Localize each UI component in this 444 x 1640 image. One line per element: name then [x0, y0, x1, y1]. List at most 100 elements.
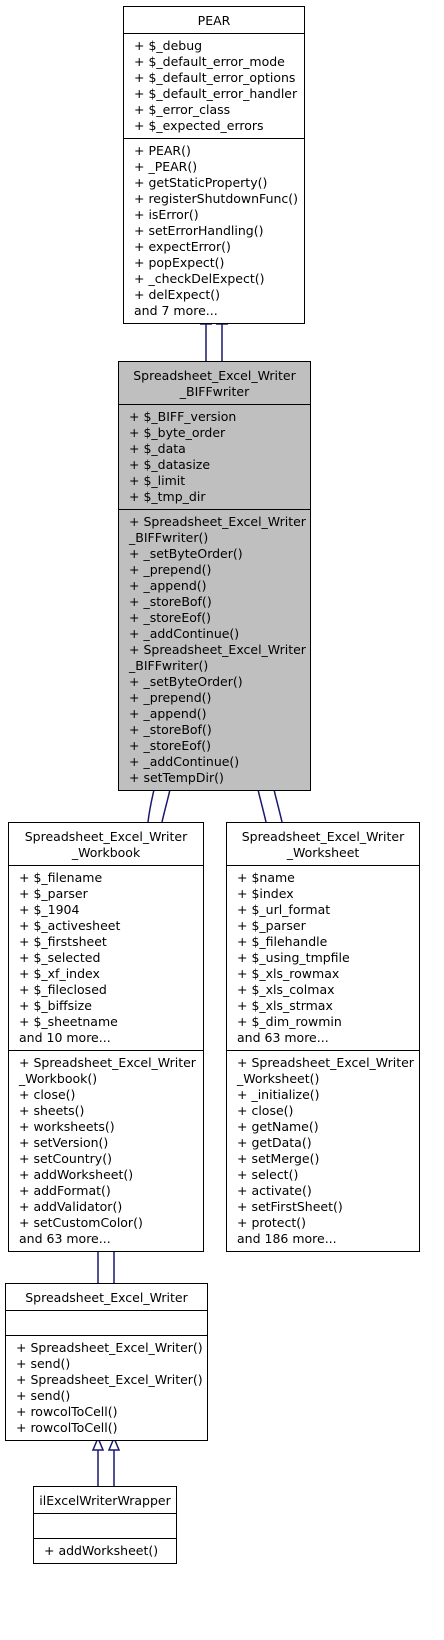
biffwriter-methods-row: + _storeBof() — [129, 594, 212, 609]
workbook-attributes-row: + $_parser — [19, 886, 88, 901]
biffwriter-attributes-row: + $_data — [129, 441, 186, 456]
wrapper-methods-row: + addWorksheet() — [44, 1543, 159, 1558]
worksheet-methods-row: + getData() — [237, 1135, 312, 1150]
class-worksheet[interactable]: Spreadsheet_Excel_Writer_Worksheet+ $nam… — [226, 822, 420, 1252]
workbook-attributes-row: + $_activesheet — [19, 918, 121, 933]
worksheet-methods-row: + setMerge() — [237, 1151, 320, 1166]
pear-title-section: PEAR — [124, 7, 304, 33]
biffwriter-attributes-section: + $_BIFF_version+ $_byte_order+ $_data+ … — [119, 404, 310, 509]
workbook-attributes-row: + $_xf_index — [19, 966, 100, 981]
worksheet-methods-row: + _initialize() — [237, 1087, 320, 1102]
pear-methods-row: + _PEAR() — [134, 159, 198, 174]
worksheet-methods-row: + activate() — [237, 1183, 312, 1198]
biffwriter-methods-row: + _prepend() — [129, 562, 212, 577]
biffwriter-methods-row: + _append() — [129, 706, 207, 721]
wrapper-title-section: ilExcelWriterWrapper — [34, 1487, 176, 1513]
workbook-attributes-row: + $_filename — [19, 870, 103, 885]
class-writer[interactable]: Spreadsheet_Excel_Writer + Spreadsheet_E… — [5, 1283, 208, 1441]
biffwriter-methods-row: _BIFFwriter() — [129, 530, 209, 545]
pear-methods-row: + isError() — [134, 207, 199, 222]
worksheet-attributes-row: + $_url_format — [237, 902, 331, 917]
biffwriter-methods-row: + _setByteOrder() — [129, 674, 243, 689]
pear-methods-row: + registerShutdownFunc() — [134, 191, 299, 206]
biffwriter-methods-section: + Spreadsheet_Excel_Writer_BIFFwriter()+… — [119, 509, 310, 790]
writer-methods-row: + send() — [16, 1388, 71, 1403]
worksheet-attributes-row: + $_xls_strmax — [237, 998, 333, 1013]
pear-methods-section: + PEAR()+ _PEAR()+ getStaticProperty()+ … — [124, 138, 304, 323]
pear-attributes-row: + $_default_error_mode — [134, 54, 285, 69]
workbook-methods-row: + worksheets() — [19, 1119, 115, 1134]
class-biffwriter[interactable]: Spreadsheet_Excel_Writer_BIFFwriter+ $_B… — [118, 361, 311, 791]
class-wrapper[interactable]: ilExcelWriterWrapper + addWorksheet() — [33, 1486, 177, 1564]
pear-methods-row: + expectError() — [134, 239, 231, 254]
worksheet-methods-row: + select() — [237, 1167, 299, 1182]
biffwriter-methods-row: + _setByteOrder() — [129, 546, 243, 561]
worksheet-attributes-section: + $name+ $index+ $_url_format+ $_parser+… — [227, 865, 419, 1050]
biffwriter-methods-row: _BIFFwriter() — [129, 658, 209, 673]
workbook-methods-row: + close() — [19, 1087, 76, 1102]
biffwriter-methods-row: + setTempDir() — [129, 770, 224, 785]
pear-attributes-section: + $_debug+ $_default_error_mode+ $_defau… — [124, 33, 304, 138]
pear-methods-row: + popExpect() — [134, 255, 225, 270]
writer-attributes-section — [6, 1310, 207, 1335]
workbook-title-row: Spreadsheet_Excel_Writer — [24, 829, 188, 844]
biffwriter-attributes-row: + $_BIFF_version — [129, 409, 237, 424]
biffwriter-title-row: Spreadsheet_Excel_Writer — [133, 368, 296, 383]
writer-methods-section: + Spreadsheet_Excel_Writer()+ send()+ Sp… — [6, 1335, 207, 1440]
worksheet-title-row: _Worksheet — [286, 845, 360, 860]
biffwriter-attributes-row: + $_tmp_dir — [129, 489, 206, 504]
biffwriter-methods-row: + _storeEof() — [129, 738, 212, 753]
biffwriter-attributes-row: + $_datasize — [129, 457, 211, 472]
worksheet-title-section: Spreadsheet_Excel_Writer_Worksheet — [227, 823, 419, 865]
workbook-methods-row: + setVersion() — [19, 1135, 109, 1150]
pear-methods-row: + getStaticProperty() — [134, 175, 268, 190]
biffwriter-methods-row: + _storeBof() — [129, 722, 212, 737]
worksheet-attributes-row: and 63 more... — [237, 1030, 329, 1045]
worksheet-methods-row: + setFirstSheet() — [237, 1199, 343, 1214]
workbook-methods-row: + setCountry() — [19, 1151, 112, 1166]
workbook-attributes-row: + $_sheetname — [19, 1014, 118, 1029]
writer-methods-row: + rowcolToCell() — [16, 1420, 118, 1435]
worksheet-attributes-row: + $_dim_rowmin — [237, 1014, 342, 1029]
workbook-attributes-row: + $_1904 — [19, 902, 80, 917]
worksheet-attributes-row: + $index — [237, 886, 294, 901]
workbook-methods-row: + addValidator() — [19, 1199, 123, 1214]
workbook-title-row: _Workbook — [71, 845, 141, 860]
writer-title-row: Spreadsheet_Excel_Writer — [25, 1290, 188, 1305]
writer-methods-row: + Spreadsheet_Excel_Writer() — [16, 1372, 203, 1387]
pear-attributes-row: + $_error_class — [134, 102, 231, 117]
pear-attributes-row: + $_default_error_handler — [134, 86, 298, 101]
workbook-attributes-row: + $_firstsheet — [19, 934, 107, 949]
pear-methods-row: + PEAR() — [134, 143, 191, 158]
pear-attributes-row: + $_default_error_options — [134, 70, 296, 85]
worksheet-attributes-row: + $_using_tmpfile — [237, 950, 350, 965]
worksheet-attributes-row: + $_filehandle — [237, 934, 328, 949]
writer-methods-row: + send() — [16, 1356, 71, 1371]
worksheet-methods-row: _Worksheet() — [237, 1071, 320, 1086]
biffwriter-attributes-row: + $_byte_order — [129, 425, 226, 440]
pear-attributes-row: + $_debug — [134, 38, 203, 53]
writer-methods-row: + Spreadsheet_Excel_Writer() — [16, 1340, 203, 1355]
worksheet-methods-row: + getName() — [237, 1119, 319, 1134]
writer-methods-row: + rowcolToCell() — [16, 1404, 118, 1419]
wrapper-empty-row — [44, 1518, 168, 1534]
workbook-attributes-row: + $_fileclosed — [19, 982, 107, 997]
workbook-methods-row: + addFormat() — [19, 1183, 111, 1198]
biffwriter-methods-row: + _append() — [129, 578, 207, 593]
worksheet-attributes-row: + $name — [237, 870, 295, 885]
worksheet-attributes-row: + $_xls_rowmax — [237, 966, 340, 981]
workbook-methods-row: + setCustomColor() — [19, 1215, 143, 1230]
biffwriter-methods-row: + Spreadsheet_Excel_Writer — [129, 642, 306, 657]
biffwriter-methods-row: + _addContinue() — [129, 626, 240, 641]
class-workbook[interactable]: Spreadsheet_Excel_Writer_Workbook + $_fil… — [8, 822, 204, 1252]
writer-empty-row — [16, 1315, 199, 1331]
pear-methods-row: + setErrorHandling() — [134, 223, 264, 238]
worksheet-methods-row: + close() — [237, 1103, 294, 1118]
workbook-attributes-row: and 10 more... — [19, 1030, 111, 1045]
biffwriter-methods-row: + Spreadsheet_Excel_Writer — [129, 514, 306, 529]
class-pear[interactable]: PEAR+ $_debug+ $_default_error_mode+ $_d… — [123, 6, 305, 324]
biffwriter-attributes-row: + $_limit — [129, 473, 186, 488]
workbook-methods-row: + sheets() — [19, 1103, 85, 1118]
worksheet-methods-row: + protect() — [237, 1215, 307, 1230]
